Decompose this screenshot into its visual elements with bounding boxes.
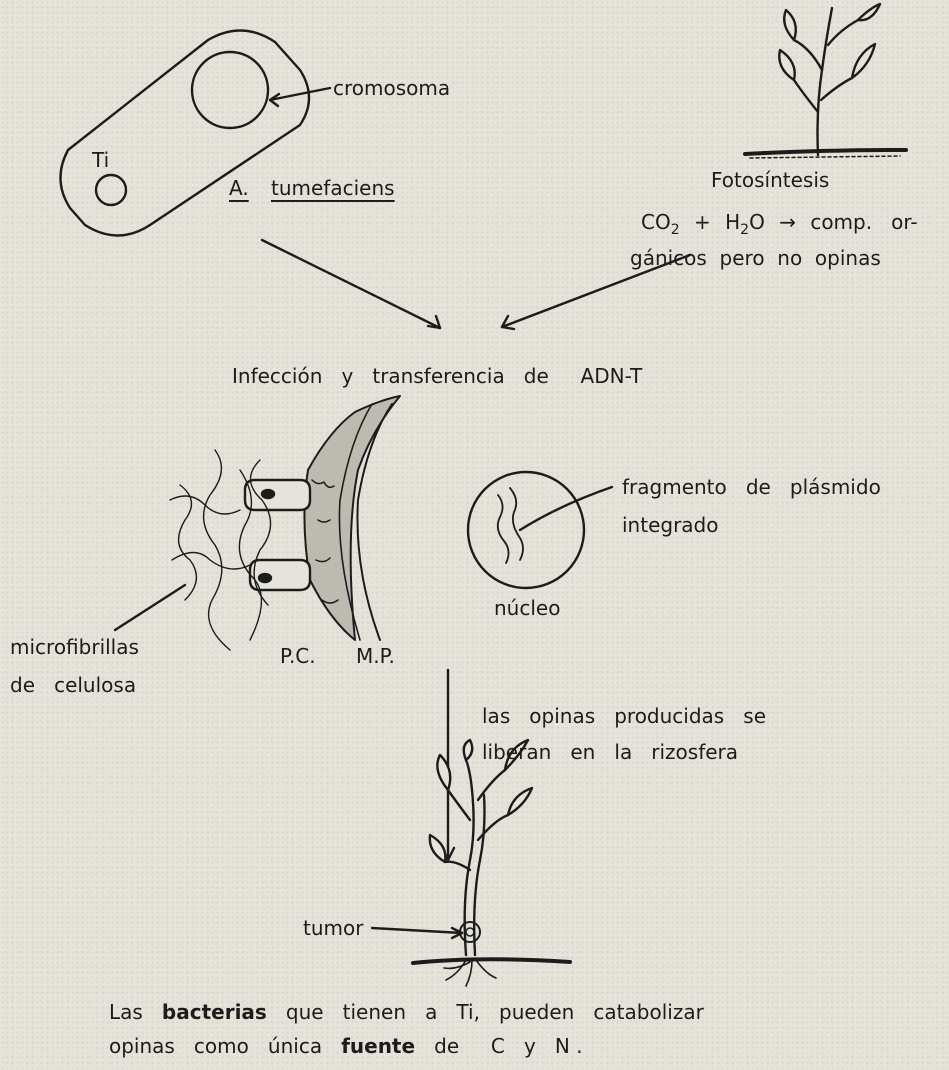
fragment-pointer (520, 487, 612, 530)
ti-label: Ti (92, 148, 109, 172)
eq-co2: CO (641, 210, 671, 234)
plant-bottom (372, 740, 570, 986)
ti-plasmid-circle (96, 175, 126, 205)
eq-co2-sub: 2 (671, 222, 680, 238)
bacterium-cell (60, 30, 330, 235)
eq-h2o-sub: 2 (740, 222, 749, 238)
bottom-1b-bacterias: bacterias (162, 1000, 267, 1024)
fragmento-label-1: fragmento de plásmido (622, 475, 881, 499)
eq-h2o: H (725, 210, 740, 234)
species-name-label: tumefaciens (271, 176, 395, 200)
opinas-label-1: las opinas producidas se (482, 704, 766, 728)
mp-label: M.P. (356, 644, 395, 668)
arrow-left (262, 240, 440, 328)
microfibrillas-label: microfibrillas (10, 635, 139, 659)
nucleus (468, 472, 612, 588)
microfibrillas-pointer (115, 585, 185, 630)
fotosintesis-label: Fotosíntesis (711, 168, 829, 192)
tumor-label: tumor (303, 916, 363, 940)
bottom-1c: que tienen a Ti, pueden catabolizar (286, 1000, 704, 1024)
infeccion-label: Infección y transferencia de ADN-T (232, 364, 642, 388)
eq-plus: + (694, 210, 711, 234)
tumor-pointer (372, 928, 462, 933)
equation-line-2: gánicos pero no opinas (630, 246, 881, 270)
fragmento-label-2: integrado (622, 513, 718, 537)
equation-line-1: CO2 + H2O → comp. or- (641, 210, 918, 242)
opinas-label-2: liberan en la rizosfera (482, 740, 738, 764)
eq-rest-1: comp. or- (810, 210, 917, 234)
bottom-2b-fuente: fuente (341, 1034, 415, 1058)
bottom-sentence-line-2: opinas como única fuente de C y N . (109, 1034, 583, 1058)
bottom-1a: Las (109, 1000, 143, 1024)
bottom-sentence-line-1: Las bacterias que tienen a Ti, pueden ca… (109, 1000, 704, 1024)
cromosoma-label: cromosoma (333, 76, 450, 100)
bottom-2a: opinas como única (109, 1034, 322, 1058)
nucleo-label: núcleo (494, 596, 560, 620)
pc-label: P.C. (280, 644, 316, 668)
de-celulosa-label: de celulosa (10, 673, 136, 697)
eq-h2o-o: O (749, 210, 765, 234)
cell-wall-section (115, 396, 400, 650)
chromosome-circle (192, 52, 268, 128)
plant-top (745, 4, 906, 158)
species-genus-label: A. (229, 176, 249, 200)
eq-arrow: → (779, 210, 796, 234)
bottom-2c: de C y N . (434, 1034, 582, 1058)
